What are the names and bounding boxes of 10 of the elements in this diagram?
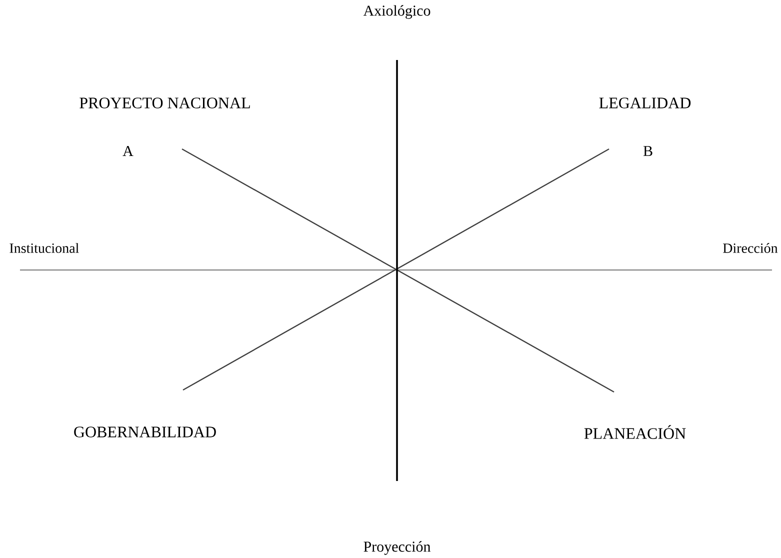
axis-label: Institucional xyxy=(10,243,79,253)
axis-label: Axiológico xyxy=(363,5,430,19)
axis-label: B xyxy=(643,146,652,156)
axis-label: Proyección xyxy=(364,541,431,555)
axis-label: GOBERNABILIDAD xyxy=(74,426,216,438)
axis-label: Dirección xyxy=(723,243,778,253)
axis-label: PROYECTO NACIONAL xyxy=(80,98,250,108)
axis-label: LEGALIDAD xyxy=(599,98,691,108)
axis-label: A xyxy=(122,146,134,156)
axis-label: PLANEACIÓN xyxy=(584,425,686,439)
